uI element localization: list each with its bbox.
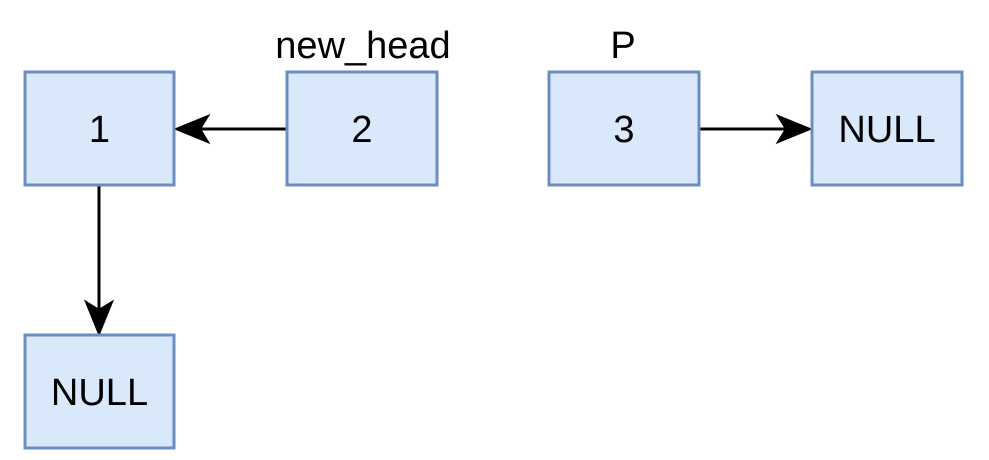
arrowhead-right: [775, 113, 813, 145]
list-node-1: 1: [23, 70, 176, 187]
node-value: 1: [89, 109, 110, 151]
arrowhead-down: [83, 299, 115, 337]
node-box: [23, 333, 176, 450]
arrowhead-left: [173, 113, 211, 145]
node-value: 2: [351, 109, 372, 151]
node-value: NULL: [51, 372, 148, 414]
node-value: 3: [613, 109, 634, 151]
node-box: [547, 70, 701, 187]
edge-3-to-null: [700, 113, 813, 145]
list-node-3: 3: [547, 70, 701, 187]
list-node-2: 2: [285, 70, 439, 187]
pointer-label-new-head: new_head: [275, 25, 450, 67]
edge-2-to-1: [173, 113, 286, 145]
node-value: NULL: [838, 109, 935, 151]
node-box: [23, 70, 176, 187]
null-node-bottom: NULL: [23, 333, 176, 450]
edge-1-to-null: [83, 186, 115, 337]
node-box: [285, 70, 439, 187]
node-box: [810, 70, 964, 187]
pointer-label-p: P: [610, 25, 635, 67]
null-node-right: NULL: [810, 70, 964, 187]
